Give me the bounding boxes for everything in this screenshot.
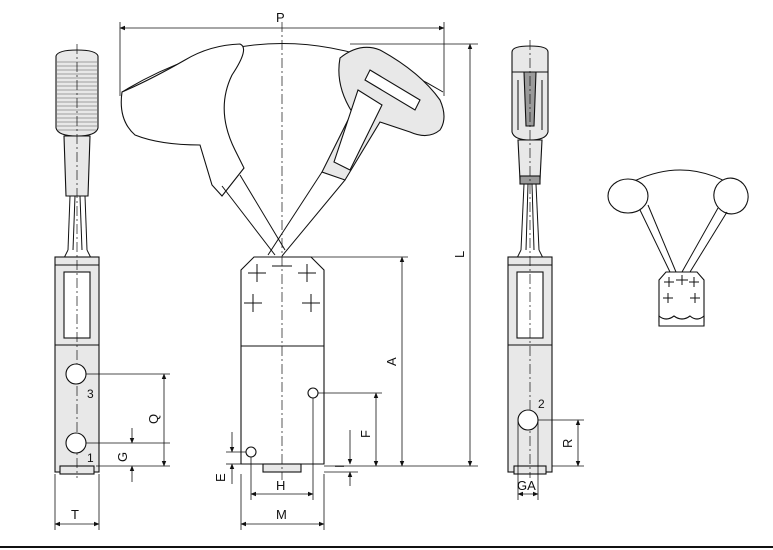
dim-R-label: R: [560, 439, 575, 448]
dim-E-label: E: [213, 473, 228, 482]
left-handle: [120, 43, 245, 197]
front-view: P L A F I E H M: [119, 10, 478, 530]
dim-F-label: F: [358, 430, 373, 438]
dim-I-label: I: [332, 464, 347, 468]
right-side-view: 2 R GA: [507, 40, 584, 500]
dim-Q-label: Q: [146, 414, 161, 424]
dim-P-label: P: [276, 10, 285, 25]
hole-2: [517, 409, 539, 431]
left-side-view: 3 1 Q G T: [54, 44, 170, 530]
detail-view: [607, 169, 749, 327]
hole-3-label: 3: [87, 387, 94, 401]
dim-A-label: A: [384, 357, 399, 366]
front-hole-lower: [245, 446, 257, 458]
hole-3: [65, 363, 87, 385]
dim-G-label: G: [115, 452, 130, 462]
front-body: [240, 256, 325, 465]
left-rods: [61, 195, 94, 263]
hole-1-label: 1: [87, 451, 94, 465]
bolt-crosses: [244, 264, 320, 312]
dim-H-label: H: [276, 478, 285, 493]
dim-T-label: T: [71, 507, 79, 522]
dim-L-label: L: [452, 251, 467, 258]
detail-left-ball: [607, 178, 649, 214]
dim-M-label: M: [276, 507, 287, 522]
hole-2-label: 2: [538, 397, 545, 411]
hole-1: [65, 432, 87, 454]
dim-GA-label: GA: [517, 478, 536, 493]
front-hole-upper: [307, 387, 319, 399]
detail-right-ball: [713, 177, 749, 215]
